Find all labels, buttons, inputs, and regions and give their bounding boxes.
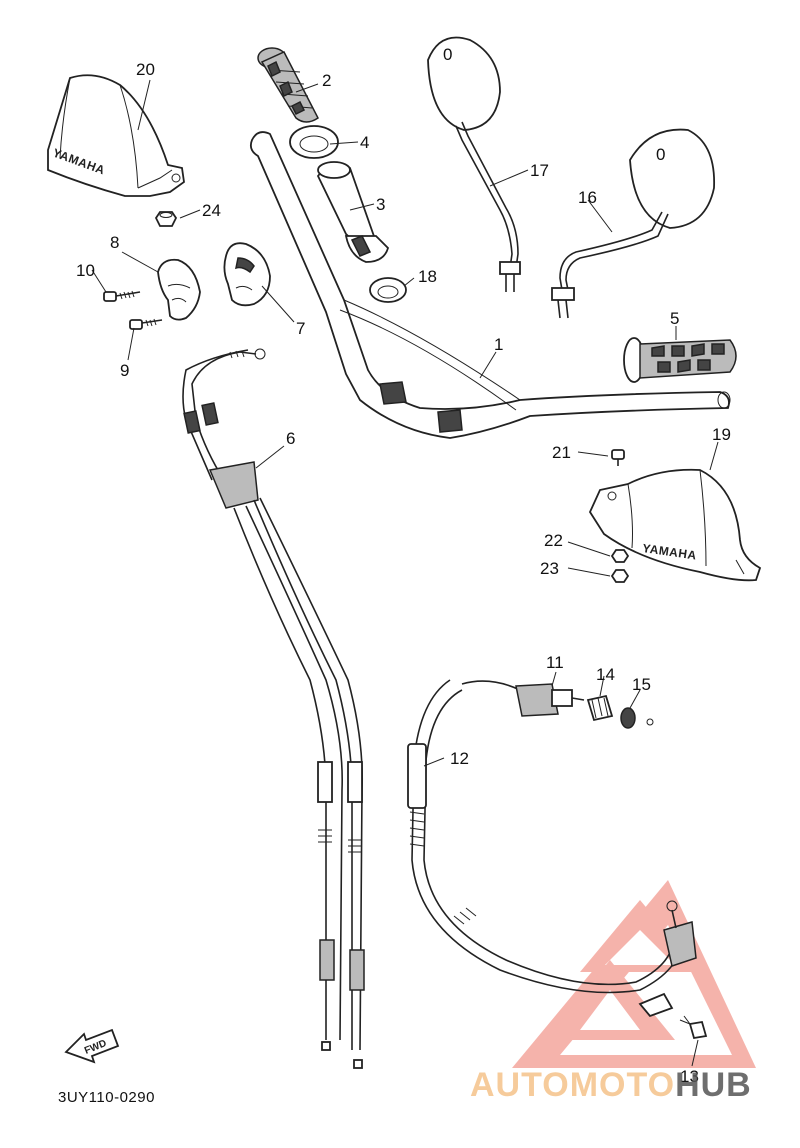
throttle-housing-7 [223,242,271,307]
mirror-mark-17: 0 [443,45,452,64]
label-10: 10 [76,261,95,280]
nut-24 [154,211,178,227]
label-2: 2 [322,71,331,90]
nut-23 [610,569,630,583]
watermark-part1: AUTOMOTO [470,1066,675,1104]
screw-13 [679,1015,708,1040]
screw-21 [611,449,625,466]
throttle-grip-2 [257,47,319,123]
label-4: 4 [360,133,369,152]
leader-lines [91,79,719,1067]
label-8: 8 [110,233,119,252]
throttle-cable-6 [182,348,365,1069]
label-9: 9 [120,361,129,380]
locknut-15 [620,707,654,729]
label-3: 3 [376,195,385,214]
screw-10 [103,290,141,302]
mirror-mark-16: 0 [656,145,665,164]
left-grip-5 [623,337,737,383]
nut-22 [610,549,630,563]
label-12: 12 [450,749,469,768]
adjuster-bolt-14 [586,694,614,722]
collar-18 [369,277,407,303]
label-22: 22 [544,531,563,550]
screw-9 [129,318,163,330]
ring-4 [289,125,339,159]
label-20: 20 [136,60,155,79]
svg-text:AUTOMOTOHUB: AUTOMOTOHUB [470,1066,752,1104]
cable-adjuster-11 [461,680,585,717]
watermark-part2: HUB [675,1066,752,1104]
left-handguard: YAMAHA [47,74,185,197]
fwd-arrow-icon: FWD [64,1028,120,1064]
part-number-labels: 1 2 3 4 5 6 7 8 9 10 11 12 13 14 15 16 1… [76,60,731,1086]
label-23: 23 [540,559,559,578]
throttle-tube-3 [316,161,390,263]
diagram-code: 3UY110-0290 [58,1089,155,1106]
throttle-housing-8 [157,258,201,321]
label-15: 15 [632,675,651,694]
label-1: 1 [494,335,503,354]
label-17: 17 [530,161,549,180]
watermark-logo-icon [512,880,756,1068]
label-19: 19 [712,425,731,444]
right-handguard-19: YAMAHA [588,468,762,582]
label-14: 14 [596,665,615,684]
label-24: 24 [202,201,221,220]
clutch-cable-12 [407,679,697,1018]
handlebar-1 [249,131,731,439]
label-6: 6 [286,429,295,448]
watermark: AUTOMOTOHUB [470,1066,752,1104]
mirror-16: 0 [551,128,715,319]
label-11: 11 [546,653,564,672]
label-18: 18 [418,267,437,286]
label-21: 21 [552,443,571,462]
mirror-17: 0 [427,36,521,292]
label-5: 5 [670,309,679,328]
label-16: 16 [578,188,597,207]
label-7: 7 [296,319,305,338]
label-13: 13 [680,1067,699,1086]
